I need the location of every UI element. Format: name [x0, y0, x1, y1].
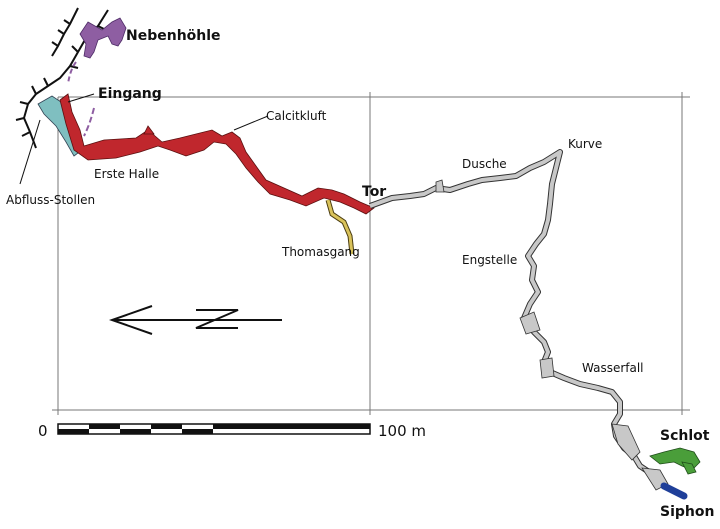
grid-lines	[52, 92, 690, 415]
label-eingang: Eingang	[98, 86, 162, 102]
label-abfluss-stollen: Abfluss-Stollen	[6, 193, 95, 207]
scale-start-label: 0	[38, 422, 48, 440]
label-siphon: Siphon	[660, 504, 714, 520]
thomasgang-passage	[325, 199, 355, 255]
label-engstelle: Engstelle	[462, 253, 517, 267]
label-dusche: Dusche	[462, 157, 507, 171]
label-wasserfall: Wasserfall	[582, 361, 644, 375]
north-arrow-icon	[108, 305, 282, 335]
label-thomasgang: Thomasgang	[281, 245, 360, 259]
gray-passage	[368, 149, 669, 491]
scale-end-label: 100 m	[378, 422, 426, 440]
schlot-passage	[649, 447, 701, 475]
place-labels: Nebenhöhle Eingang Calcitkluft Erste Hal…	[6, 28, 714, 520]
scale-bar: 0 100 m	[38, 422, 426, 440]
label-calcitkluft: Calcitkluft	[266, 109, 327, 123]
leader-lines	[19, 93, 269, 185]
label-schlot: Schlot	[660, 428, 710, 444]
label-tor: Tor	[362, 184, 386, 200]
nebenhoehle-passage	[67, 17, 127, 137]
red-passage	[59, 93, 375, 215]
label-kurve: Kurve	[568, 137, 602, 151]
label-erste-halle: Erste Halle	[94, 167, 159, 181]
siphon-passage	[660, 482, 688, 500]
label-nebenhoehle: Nebenhöhle	[126, 28, 221, 44]
